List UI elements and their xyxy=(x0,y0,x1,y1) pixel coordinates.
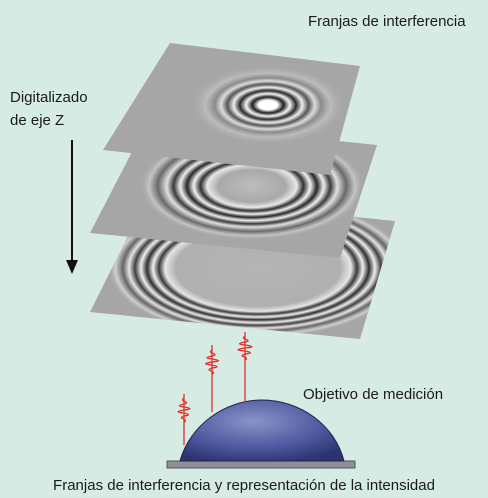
z-axis-label-line1: Digitalizado xyxy=(10,89,88,106)
diagram-title: Franjas de interferencia xyxy=(308,13,466,30)
intensity-waves xyxy=(177,332,253,445)
figure-caption: Franjas de interferencia y representació… xyxy=(53,477,435,494)
z-axis-label-line2: de eje Z xyxy=(10,112,65,129)
wave-packet-3 xyxy=(237,335,253,361)
wave-packet-2 xyxy=(204,349,220,375)
measurement-object-dome xyxy=(179,399,345,462)
wave-packet-1 xyxy=(177,397,191,423)
objective-label: Objetivo de medición xyxy=(303,386,444,403)
base-plate xyxy=(166,460,356,469)
down-arrow-icon xyxy=(66,140,78,274)
fringe-plane-1 xyxy=(103,43,360,175)
